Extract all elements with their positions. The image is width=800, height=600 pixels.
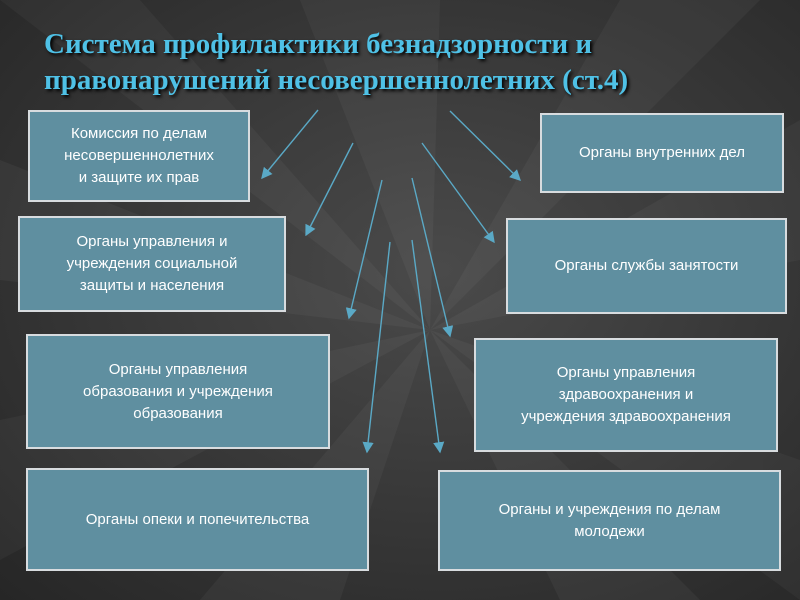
- box-education: Органы управления образования и учрежден…: [26, 334, 330, 449]
- box-guardianship: Органы опеки и попечительства: [26, 468, 369, 571]
- title-line-1: Система профилактики безнадзорности и: [44, 28, 593, 60]
- box-internal-affairs: Органы внутренних дел: [540, 113, 784, 193]
- box-commission: Комиссия по делам несовершеннолетних и з…: [28, 110, 250, 202]
- box-employment: Органы службы занятости: [506, 218, 787, 314]
- page-title: Система профилактики безнадзорности и пр…: [44, 26, 764, 98]
- box-youth: Органы и учреждения по делам молодежи: [438, 470, 781, 571]
- box-healthcare: Органы управления здравоохранения и учре…: [474, 338, 778, 452]
- box-social-protection: Органы управления и учреждения социально…: [18, 216, 286, 312]
- title-line-2: правонарушений несовершеннолетних (ст.4): [44, 64, 629, 96]
